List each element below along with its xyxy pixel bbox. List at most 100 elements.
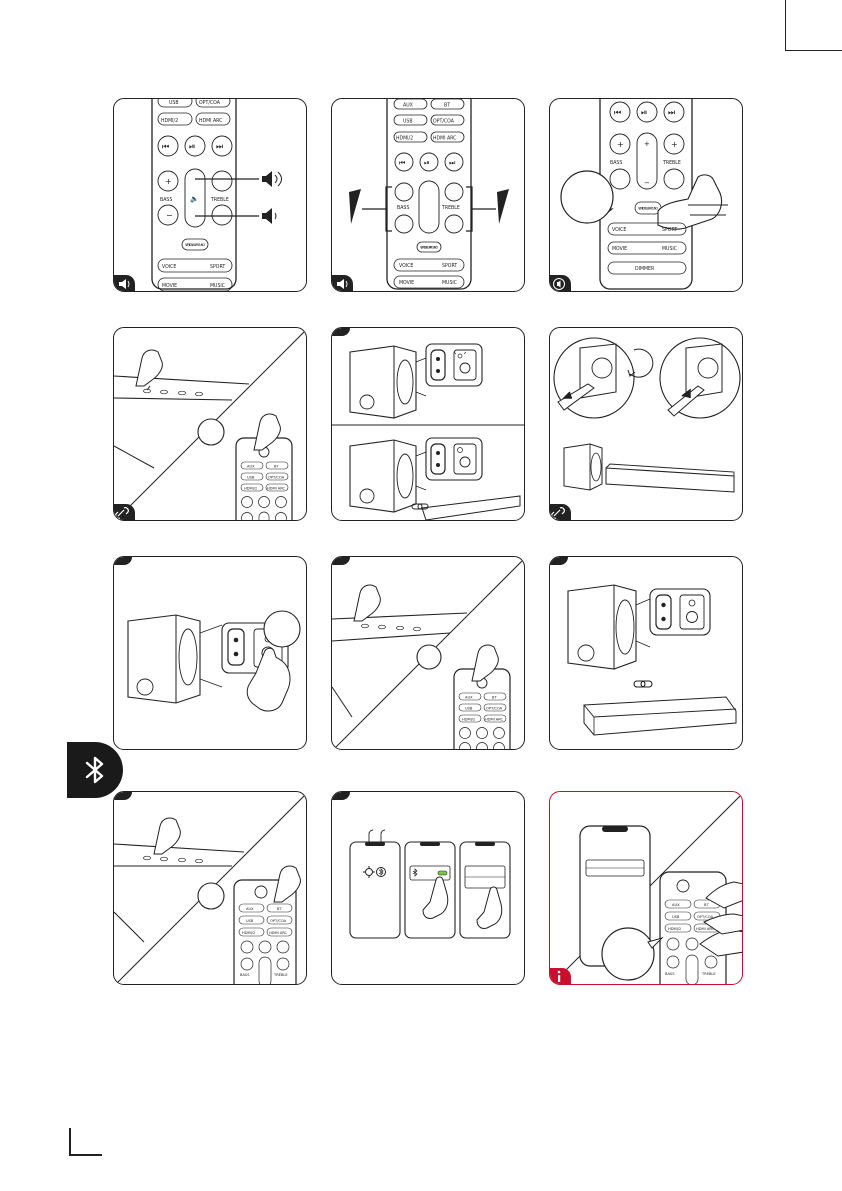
panel-subwoofer-paired	[549, 556, 743, 750]
svg-text:⏭: ⏭	[668, 108, 675, 117]
panel-select-bluetooth: AUX BT USB OPT/COA HDMI/2 HDMI ARC BASS …	[113, 791, 307, 985]
svg-text:+: +	[644, 140, 650, 148]
pairing-link-icon	[115, 507, 129, 519]
remote-label-hdmi2: HDMI/2	[244, 487, 257, 491]
svg-text:+: +	[617, 140, 624, 149]
remote-label-aux: AUX	[465, 696, 473, 700]
volume-down-icon	[262, 208, 277, 224]
remote-label-hdmi2: HDMI/2	[396, 136, 413, 142]
surround-icon	[553, 278, 565, 290]
panel-subwoofer-rear	[331, 327, 525, 521]
remote-label-voice: VOICE	[162, 264, 176, 270]
svg-text:+: +	[671, 140, 678, 149]
crop-mark-horizontal	[785, 50, 842, 51]
remote-label-hdmi-arc: HDMI ARC	[267, 487, 286, 491]
remote-label-treble: TREBLE	[273, 973, 288, 977]
remote-label-music: MUSIC	[662, 246, 677, 252]
remote-label-voice: VOICE	[612, 227, 626, 233]
remote-label-opt-coa: OPT/COA	[268, 476, 285, 480]
speaker-volume-icon	[337, 279, 348, 289]
pairing-link-icon	[633, 680, 653, 688]
remote-label-bt: BT	[277, 907, 282, 911]
remote-label-movie: MOVIE	[162, 283, 177, 289]
remote-label-treble: TREBLE	[441, 205, 460, 211]
remote-label-treble: TREBLE	[701, 972, 716, 976]
remote-label-hdmi-arc: HDMI ARC	[696, 927, 715, 931]
panel-power-on-again: AUX BT USB OPT/COA HDMI/2 HDMI ARC	[331, 556, 525, 750]
remote-label-usb: USB	[247, 476, 255, 480]
remote-label-hdmi-arc: HDMI ARC	[485, 718, 504, 722]
info-icon	[557, 970, 561, 982]
panel-remote-vertical-surround: ⏮ ⏯ ⏭ + BASS + − + TREBLE VERTICAL SURRO…	[549, 98, 743, 292]
panel-remote-bass-treble: AUX BT USB OPT/COA HDMI/2 HDMI ARC ⏮ ⏯ ⏭…	[331, 98, 525, 292]
remote-label-bt: BT	[704, 903, 709, 907]
bluetooth-section-tab	[67, 742, 123, 798]
remote-label-vertical-surround: VERTICAL SURROUND	[420, 246, 438, 250]
remote-label-bt: BT	[274, 465, 279, 469]
remote-label-opt-coa: OPT/COA	[433, 119, 455, 125]
remote-label-hdmi2: HDMI/2	[161, 118, 178, 124]
svg-text:⏯: ⏯	[424, 159, 430, 167]
svg-text:⏮: ⏮	[162, 142, 169, 151]
bluetooth-icon	[412, 868, 418, 877]
page-corner-horizontal	[69, 1154, 102, 1156]
remote-label-opt-coa: OPT/COA	[697, 915, 714, 919]
remote-label-music: MUSIC	[442, 280, 457, 286]
remote-label-vertical-surround: VERTICAL SURROUND	[185, 243, 205, 247]
remote-label-bass: BASS	[240, 973, 250, 977]
page-corner-vertical	[69, 1128, 71, 1155]
svg-text:⏮: ⏮	[399, 159, 405, 167]
remote-label-bt: BT	[444, 103, 450, 109]
remote-label-sport: SPORT	[442, 263, 457, 269]
remote-label-usb: USB	[403, 119, 413, 125]
remote-label-voice: VOICE	[399, 263, 413, 269]
remote-label-aux: AUX	[247, 465, 255, 469]
svg-text:⏭: ⏭	[449, 159, 456, 167]
remote-label-aux: AUX	[672, 903, 680, 907]
remote-label-movie: MOVIE	[399, 280, 414, 286]
pairing-link-icon	[551, 507, 565, 519]
remote-label-usb: USB	[465, 707, 473, 711]
panel-info-bt-reconnect: AUX BT USB OPT/COA HDMI/2 HDMI ARC BASS …	[549, 791, 743, 985]
svg-text:⏭: ⏭	[216, 142, 223, 151]
svg-text:−: −	[166, 211, 173, 220]
remote-label-opt-coa: OPT/COA	[486, 707, 503, 711]
remote-label-bass: BASS	[160, 197, 172, 203]
svg-text:⏯: ⏯	[641, 108, 647, 117]
remote-label-bass: BASS	[397, 205, 409, 211]
remote-label-usb: USB	[246, 919, 254, 923]
remote-label-dimmer: DIMMER	[635, 266, 655, 272]
panel-power-cycle	[549, 327, 743, 521]
remote-label-bt: BT	[492, 696, 497, 700]
svg-text:−: −	[644, 179, 650, 187]
svg-text:🔈: 🔈	[190, 195, 199, 203]
svg-text:+: +	[165, 177, 172, 186]
remote-label-hdmi2: HDMI/2	[668, 927, 681, 931]
speaker-volume-icon	[119, 279, 130, 289]
remote-label-sport: SPORT	[662, 227, 677, 233]
bluetooth-icon	[85, 756, 104, 784]
remote-label-aux: AUX	[246, 907, 254, 911]
svg-text:⏮: ⏮	[614, 108, 621, 117]
remote-label-aux: AUX	[403, 103, 414, 109]
panel-remote-volume: USB OPT/COA HDMI/2 HDMI ARC ⏮ ⏯ ⏭ + − BA…	[113, 98, 307, 292]
remote-label-movie: MOVIE	[612, 246, 627, 252]
remote-label-sport: SPORT	[210, 264, 225, 270]
remote-label-hdmi-arc: HDMI ARC	[433, 136, 456, 142]
remote-label-opt-coa: OPT/COA	[199, 100, 221, 106]
panel-subwoofer-pair-button	[113, 556, 307, 750]
crop-mark-vertical	[785, 0, 786, 50]
panel-power-on: AUX BT USB OPT/COA HDMI/2 HDMI ARC	[113, 327, 307, 521]
gear-icon	[363, 866, 375, 878]
level-increase-icon	[349, 189, 509, 224]
pairing-link-icon	[411, 503, 429, 510]
remote-label-hdmi-arc: HDMI ARC	[199, 118, 222, 124]
remote-label-bass: BASS	[610, 160, 622, 166]
remote-label-music: MUSIC	[210, 283, 225, 289]
remote-label-opt-coa: OPT/COA	[270, 919, 287, 923]
panel-phone-bluetooth-pairing	[331, 791, 525, 985]
volume-up-icon	[262, 171, 282, 187]
remote-label-vertical-surround: VERTICAL SURROUND	[638, 207, 658, 211]
remote-label-hdmi2: HDMI/2	[242, 931, 255, 935]
remote-label-treble: TREBLE	[210, 197, 229, 203]
